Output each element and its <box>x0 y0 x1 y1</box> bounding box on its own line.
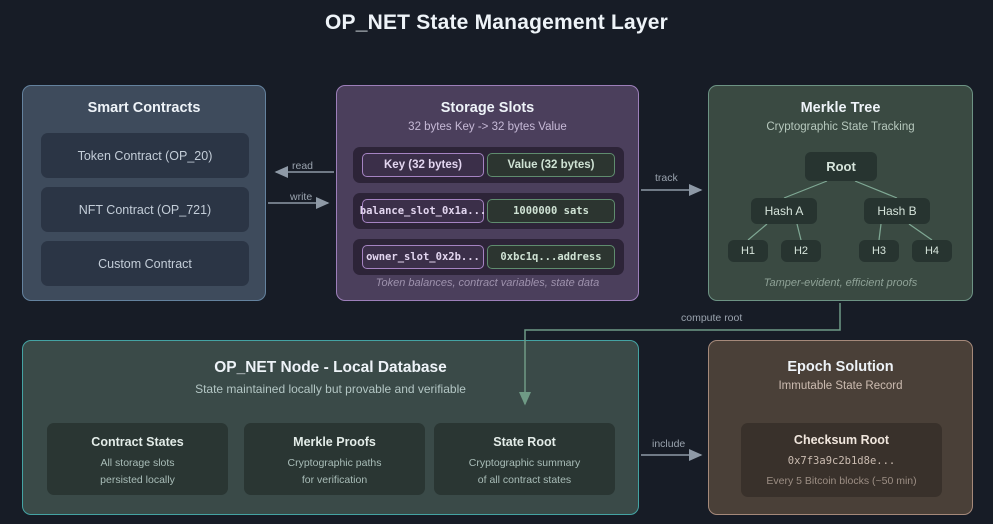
node-card-line-2: persisted locally <box>100 474 175 487</box>
merkle-node-h1[interactable]: H1 <box>728 240 768 262</box>
epoch-solution-title: Epoch Solution <box>787 359 894 375</box>
node-card-contract-states[interactable]: Contract States All storage slots persis… <box>47 423 228 495</box>
node-card-line-1: All storage slots <box>100 457 175 469</box>
panel-merkle-tree[interactable]: Merkle Tree Cryptographic State Tracking… <box>708 85 973 301</box>
page-title: OP_NET State Management Layer <box>324 11 669 34</box>
node-card-line-1: Cryptographic paths <box>287 457 382 469</box>
node-card-state-root[interactable]: State Root Cryptographic summary of all … <box>434 423 615 495</box>
node-card-line-2: of all contract states <box>477 474 572 487</box>
contract-item-custom[interactable]: Custom Contract <box>41 241 249 286</box>
storage-slot-value: Value (32 bytes) <box>487 153 615 177</box>
storage-slot-row[interactable]: owner_slot_0x2b... 0xbc1q...address <box>353 239 624 275</box>
storage-slot-value: 1000000 sats <box>487 199 615 223</box>
storage-slot-key: balance_slot_0x1a... <box>360 199 486 223</box>
node-card-title: Contract States <box>91 435 184 449</box>
node-card-line-1: Cryptographic summary <box>468 457 581 469</box>
panel-storage-slots[interactable]: Storage Slots 32 bytes Key -> 32 bytes V… <box>336 85 639 301</box>
node-card-title: Merkle Proofs <box>293 435 376 449</box>
storage-slot-key: owner_slot_0x2b... <box>362 245 484 269</box>
connector-label-include: include <box>652 438 686 450</box>
merkle-node-hash-b[interactable]: Hash B <box>864 198 930 224</box>
opnet-node-subtitle: State maintained locally but provable an… <box>195 382 466 396</box>
checksum-root-hash: 0x7f3a9c2b1d8e... <box>787 455 896 467</box>
merkle-tree-title: Merkle Tree <box>800 100 881 116</box>
merkle-tree-edges <box>747 180 933 241</box>
panel-epoch-solution[interactable]: Epoch Solution Immutable State Record Ch… <box>708 340 973 515</box>
storage-slots-subtitle: 32 bytes Key -> 32 bytes Value <box>408 121 567 133</box>
node-card-line-2: for verification <box>301 474 368 487</box>
connector-label-track: track <box>655 172 678 184</box>
storage-slot-value: 0xbc1q...address <box>487 245 615 269</box>
merkle-node-h3[interactable]: H3 <box>859 240 899 262</box>
checksum-root-note: Every 5 Bitcoin blocks (~50 min) <box>766 475 917 487</box>
checksum-root-card[interactable]: Checksum Root 0x7f3a9c2b1d8e... Every 5 … <box>741 423 942 497</box>
smart-contracts-title: Smart Contracts <box>87 100 201 116</box>
connector-label-write: write <box>290 191 313 203</box>
connector-label-compute-root: compute root <box>681 312 743 324</box>
contract-item-token[interactable]: Token Contract (OP_20) <box>41 133 249 178</box>
merkle-tree-subtitle: Cryptographic State Tracking <box>766 121 915 133</box>
merkle-node-root[interactable]: Root <box>805 152 877 181</box>
contract-item-nft[interactable]: NFT Contract (OP_721) <box>41 187 249 232</box>
panel-smart-contracts[interactable]: Smart Contracts Token Contract (OP_20) N… <box>22 85 266 301</box>
storage-slot-key: Key (32 bytes) <box>362 153 484 177</box>
opnet-node-title: OP_NET Node - Local Database <box>214 359 447 376</box>
epoch-solution-subtitle: Immutable State Record <box>778 380 903 392</box>
node-card-merkle-proofs[interactable]: Merkle Proofs Cryptographic paths for ve… <box>244 423 425 495</box>
merkle-node-h4[interactable]: H4 <box>912 240 952 262</box>
node-card-title: State Root <box>493 435 556 449</box>
checksum-root-title: Checksum Root <box>793 433 890 447</box>
merkle-node-h2[interactable]: H2 <box>781 240 821 262</box>
storage-slots-title: Storage Slots <box>440 100 535 116</box>
merkle-node-hash-a[interactable]: Hash A <box>751 198 817 224</box>
merkle-tree-footer: Tamper-evident, efficient proofs <box>763 277 918 289</box>
storage-slot-row[interactable]: balance_slot_0x1a... 1000000 sats <box>353 193 624 229</box>
storage-slot-row[interactable]: Key (32 bytes) Value (32 bytes) <box>353 147 624 183</box>
connector-label-read: read <box>292 160 314 172</box>
panel-opnet-node[interactable]: OP_NET Node - Local Database State maint… <box>22 340 639 515</box>
storage-slots-footer: Token balances, contract variables, stat… <box>375 277 600 289</box>
